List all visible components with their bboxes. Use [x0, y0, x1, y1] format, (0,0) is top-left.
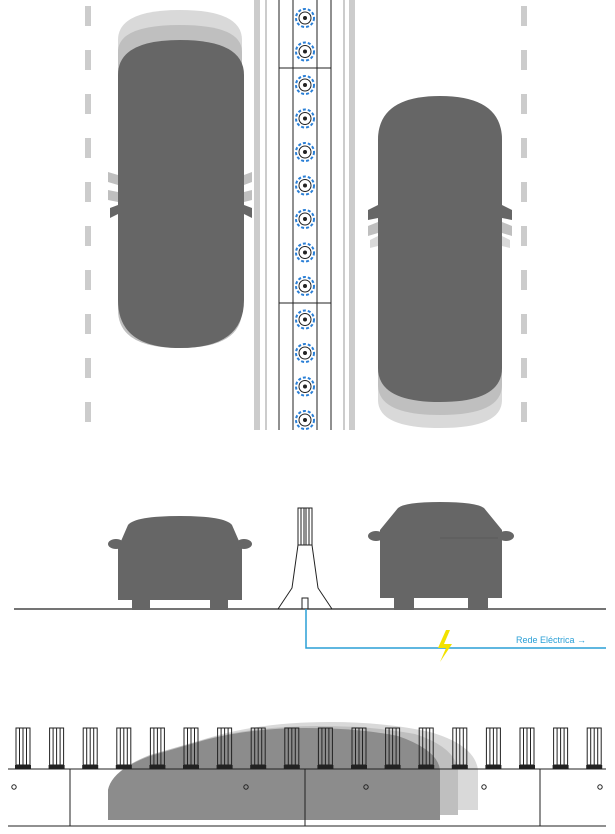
car-rear-right [368, 502, 514, 610]
turbine-side [48, 727, 65, 769]
car-top-right [368, 96, 512, 428]
turbine-plan [295, 41, 315, 62]
lightning-bolt-icon [438, 630, 452, 662]
turbine-row-side [11, 727, 603, 790]
turbine-plan [295, 175, 315, 196]
turbine-plan [295, 343, 315, 363]
turbine-side [552, 727, 569, 769]
turbine-side [283, 727, 300, 769]
turbine-plan [295, 75, 315, 95]
turbine-plan [295, 376, 315, 397]
turbine-side [586, 727, 603, 769]
grid-cable [305, 609, 606, 649]
turbine-side [418, 727, 435, 769]
grid-label: Rede Eléctrica → [516, 635, 586, 645]
car-front-left [108, 516, 252, 610]
turbine-side [216, 727, 233, 769]
bolt-marker [243, 784, 249, 790]
turbine-plan [295, 242, 315, 263]
bolt-marker [11, 784, 17, 790]
turbine-side [519, 727, 535, 769]
turbine-side [149, 727, 166, 769]
turbine-plan [295, 209, 315, 229]
turbine-plan [295, 8, 315, 28]
median-barrier-plan [254, 0, 355, 430]
turbine-plan [295, 410, 315, 430]
elevation-view: Rede Eléctrica → [14, 502, 606, 662]
median-barrier-elevation [277, 507, 333, 610]
car-top-left [108, 10, 252, 348]
side-view [8, 722, 606, 827]
turbine-side [115, 727, 132, 769]
turbine-plan [295, 309, 315, 330]
barrier-side [8, 768, 606, 827]
turbine-side [384, 727, 401, 769]
turbine-side [317, 727, 334, 769]
turbine-side [485, 727, 502, 769]
turbine-side [15, 727, 31, 769]
plan-view [85, 0, 527, 430]
turbine-plan [295, 142, 315, 162]
turbine-row-plan [295, 8, 315, 430]
turbine-side [351, 727, 367, 769]
bolt-marker [363, 784, 369, 790]
turbine-side [183, 727, 199, 769]
bolt-marker [597, 784, 603, 790]
turbine-plan [295, 108, 315, 129]
turbine-side [451, 727, 468, 769]
turbine-plan [295, 276, 315, 296]
turbine-side [82, 727, 99, 769]
turbine-side [250, 727, 267, 769]
bolt-marker [481, 784, 487, 790]
